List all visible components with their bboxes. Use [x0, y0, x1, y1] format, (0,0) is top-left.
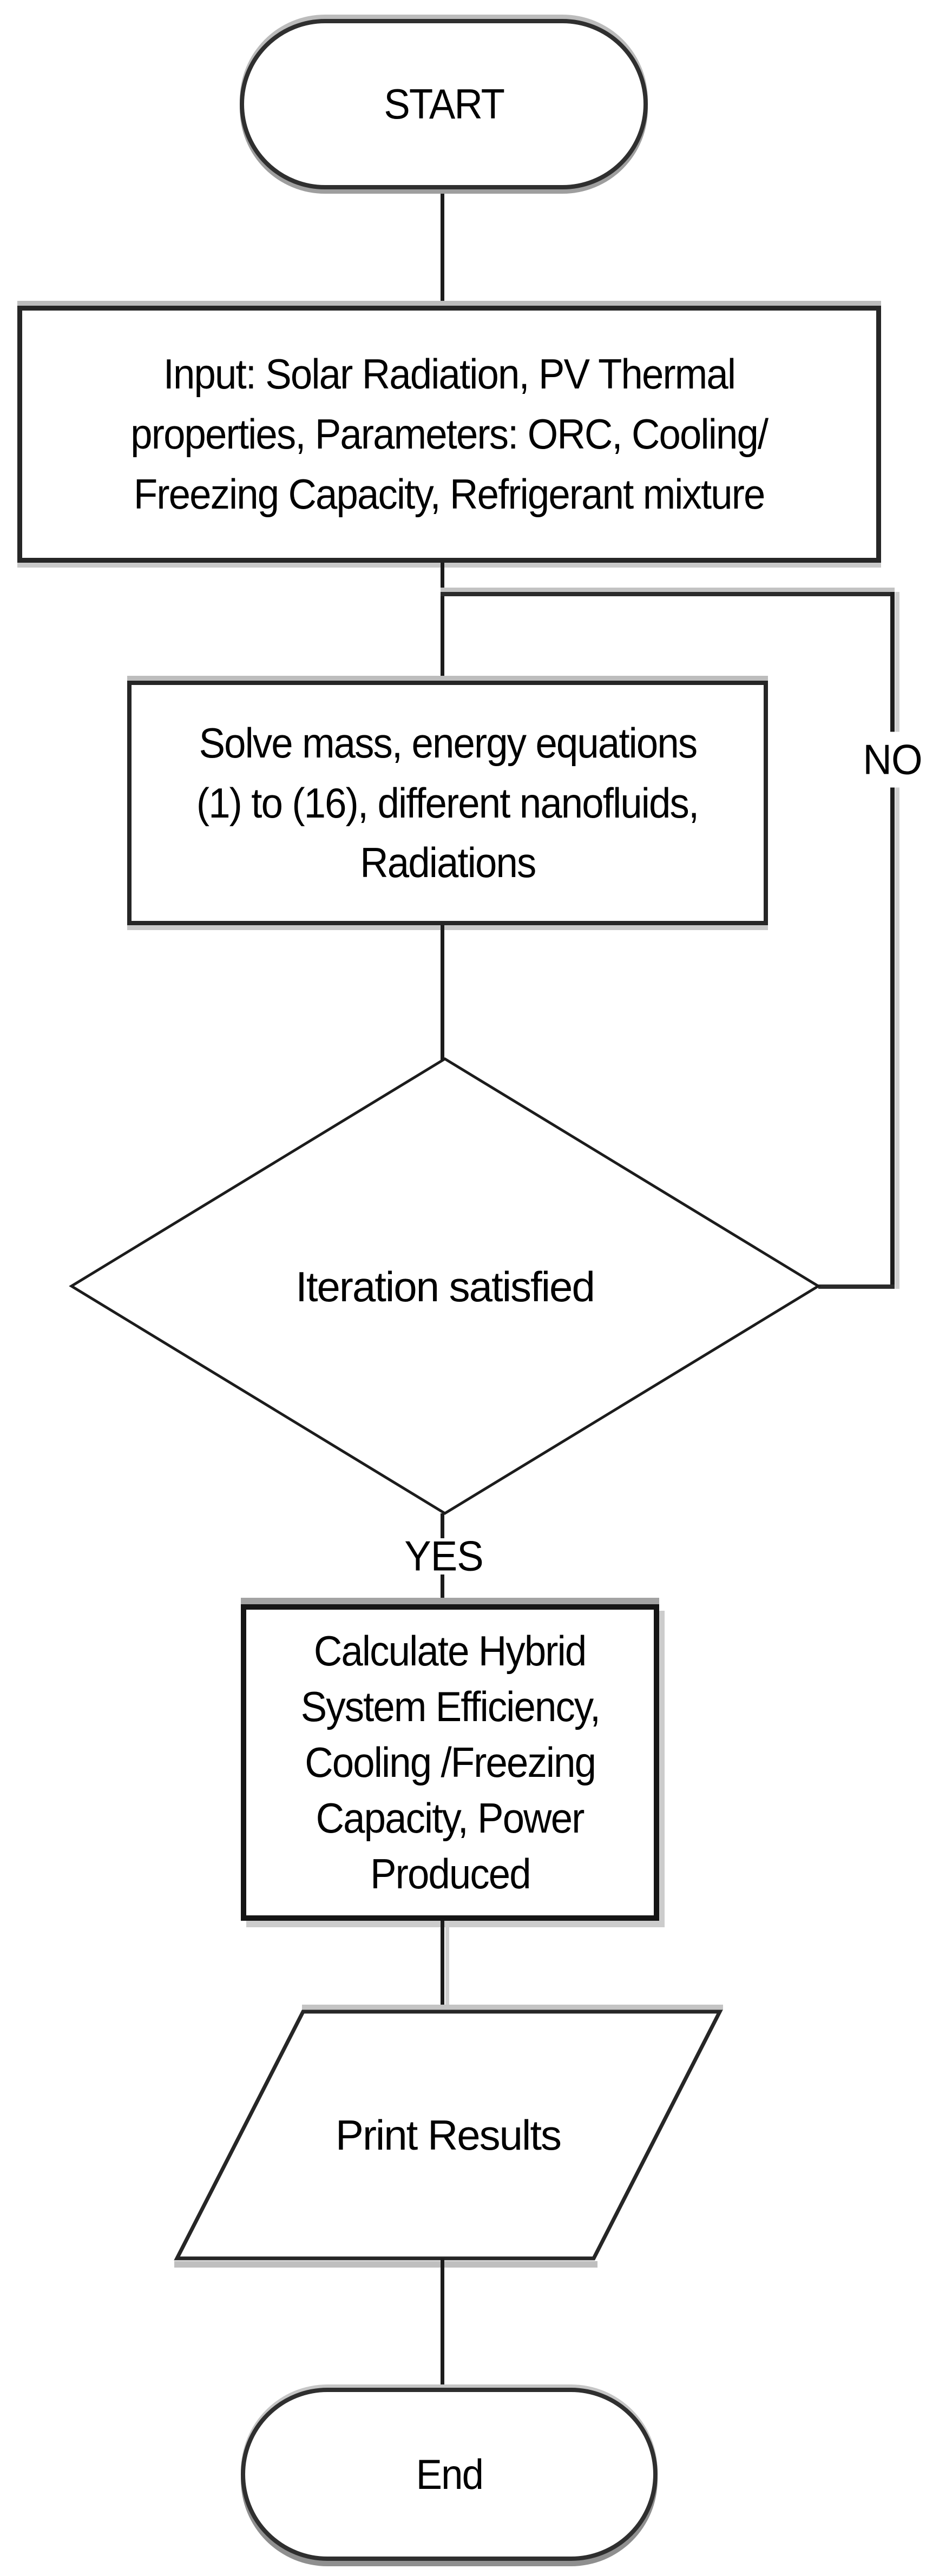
- solve-box: Solve mass, energy equations (1) to (16)…: [127, 681, 768, 925]
- connector-solve-to-decision: [441, 925, 444, 1060]
- start-terminator: START: [240, 19, 648, 189]
- solve-line-1: Solve mass, energy equations: [199, 719, 698, 767]
- decision-label: Iteration satisfied: [295, 1263, 594, 1310]
- yes-branch-stub-top: [441, 1513, 444, 1538]
- no-loop-diamond-line: [818, 1284, 895, 1289]
- connector-start-to-input: [441, 189, 444, 307]
- end-terminator: End: [241, 2388, 658, 2561]
- print-parallelogram: Print Results: [174, 2005, 723, 2268]
- print-parallelogram-outline: [174, 2010, 723, 2261]
- calculate-box: Calculate Hybrid System Efficiency, Cool…: [241, 1604, 659, 1921]
- input-line-3: Freezing Capacity, Refrigerant mixture: [134, 470, 766, 518]
- end-label: End: [416, 2450, 483, 2498]
- calculate-line-4: Capacity, Power: [316, 1794, 585, 1842]
- calculate-line-5: Produced: [370, 1849, 531, 1898]
- print-label: Print Results: [336, 2111, 561, 2159]
- decision-diamond: Iteration satisfied: [69, 1057, 821, 1515]
- yes-branch-label: YES: [404, 1532, 483, 1580]
- no-loop-right-line: [890, 592, 895, 1289]
- decision-diamond-outline: [69, 1057, 821, 1515]
- calculate-line-2: System Efficiency,: [300, 1683, 600, 1731]
- no-loop-top-line: [441, 592, 895, 596]
- calculate-line-1: Calculate Hybrid: [314, 1627, 587, 1675]
- no-branch-label: NO: [857, 732, 926, 788]
- solve-line-2: (1) to (16), different nanofluids,: [196, 779, 699, 827]
- solve-line-3: Radiations: [359, 839, 536, 887]
- start-label: START: [384, 80, 505, 128]
- calculate-line-3: Cooling /Freezing: [305, 1738, 596, 1787]
- yes-branch-stub-bottom: [441, 1574, 444, 1605]
- connector-input-to-solve: [441, 563, 444, 681]
- connector-print-to-end: [441, 2258, 444, 2389]
- input-box: Input: Solar Radiation, PV Thermal prope…: [17, 306, 881, 563]
- connector-calculate-to-print: [441, 1921, 444, 2014]
- input-line-2: properties, Parameters: ORC, Cooling/: [130, 410, 769, 458]
- input-line-1: Input: Solar Radiation, PV Thermal: [163, 350, 736, 398]
